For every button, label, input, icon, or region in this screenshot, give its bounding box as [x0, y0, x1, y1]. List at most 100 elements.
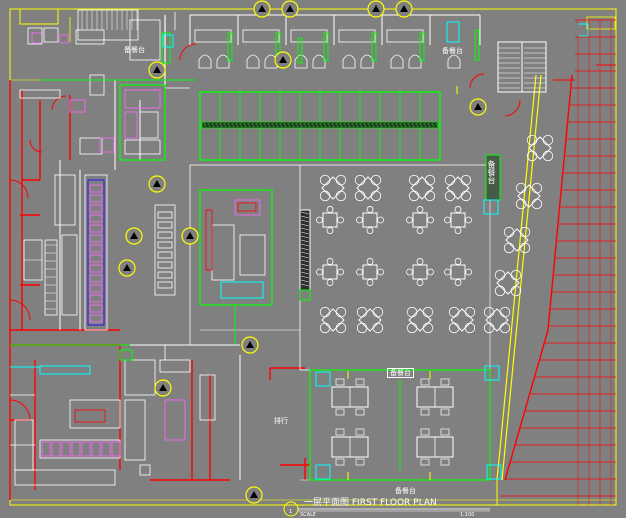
planter-hatch: [379, 122, 383, 128]
dining-chair: [406, 268, 413, 276]
booth-divider: [323, 32, 329, 62]
planter-hatch: [359, 122, 363, 128]
cooking-unit: [89, 224, 103, 233]
planter-hatch: [315, 122, 319, 128]
dining-chair: [408, 174, 420, 186]
service-chair: [440, 458, 450, 466]
equipment-row-inner: [87, 179, 105, 326]
planter-hatch: [331, 122, 335, 128]
planter-hatch: [227, 122, 231, 128]
view-marker-arrow: [372, 5, 380, 12]
service-chair: [355, 458, 365, 466]
partition-walls: [10, 12, 491, 481]
green-fixture: [161, 32, 171, 64]
dining-chair: [454, 258, 462, 265]
bottom-kitchen-counter: [69, 399, 121, 429]
dining-table: [412, 212, 428, 228]
booth-chair: [246, 54, 260, 69]
planter-hatch: [287, 122, 291, 128]
outer-boundary: [9, 8, 617, 506]
booth-divider: [227, 32, 233, 62]
cyan-fixture: [577, 23, 589, 37]
prep-station-outline: [119, 84, 166, 161]
dining-table: [485, 308, 509, 332]
booth-chair: [390, 54, 404, 69]
green-fixture: [299, 289, 311, 301]
dining-chair: [515, 198, 527, 210]
planter-hatch: [300, 211, 310, 215]
dining-chair: [460, 174, 472, 186]
dining-chair: [483, 322, 495, 334]
planter-hatch: [295, 122, 299, 128]
dining-table: [410, 176, 434, 200]
equipment: [69, 99, 86, 113]
dining-table: [446, 176, 470, 200]
bottom-kitchen-counter: [14, 469, 116, 486]
bottom-kitchen-counter: [159, 359, 191, 373]
cooking-unit: [51, 441, 61, 457]
booth-chair: [408, 54, 422, 69]
planter-hatch: [259, 122, 263, 128]
dining-chair: [370, 174, 382, 186]
planter-hatch: [211, 122, 215, 128]
dining-chair: [448, 322, 460, 334]
dining-chair: [519, 226, 531, 238]
dining-chair: [319, 306, 331, 318]
service-chair: [355, 408, 365, 416]
dining-chair: [326, 227, 334, 234]
service-chair: [335, 378, 345, 386]
planter-hatch: [300, 223, 310, 227]
cyan-fixtures: [10, 21, 589, 480]
planter-hatch: [271, 122, 275, 128]
dining-chair: [366, 279, 374, 286]
dining-chair: [416, 206, 424, 213]
island-equipment: [211, 224, 235, 281]
view-marker-arrow: [153, 66, 161, 73]
label-service-counter-vertical: 备餐台: [487, 160, 496, 184]
cyan-fixture: [315, 371, 331, 387]
dining-chair: [370, 190, 382, 202]
service-chair: [335, 428, 345, 436]
label-queue-area: 排行: [274, 417, 288, 425]
planter-hatch: [427, 122, 431, 128]
booth-chair: [342, 54, 356, 69]
dining-table: [321, 176, 345, 200]
door-swing: [504, 99, 521, 117]
cooking-unit: [89, 294, 103, 303]
island-equipment: [234, 199, 261, 216]
dining-chair: [337, 268, 344, 276]
planter-hatch: [403, 122, 407, 128]
view-markers: [118, 0, 487, 504]
yellow-boundary-lines: [9, 8, 617, 506]
boundary-box: [19, 8, 59, 25]
planter-hatch: [300, 279, 310, 283]
planter-hatch: [279, 122, 283, 128]
service-chair: [420, 408, 430, 416]
booth-table: [242, 29, 280, 43]
planter-hatch: [411, 122, 415, 128]
cooking-unit: [89, 244, 103, 253]
label-service-counter-lower: 备餐台: [387, 368, 414, 378]
scale-value: 1:100: [460, 512, 475, 518]
dining-chair: [465, 268, 472, 276]
dining-chair: [542, 150, 554, 162]
prep-equipment: [124, 89, 161, 109]
title-block: [283, 501, 490, 517]
view-marker-arrow: [279, 56, 287, 63]
cyan-fixture: [39, 365, 91, 375]
planter-hatch: [395, 122, 399, 128]
dining-chair: [454, 206, 462, 213]
prep-counter-slot: [157, 211, 173, 219]
kitchen-equipment: [14, 19, 266, 486]
cooking-unit: [89, 314, 103, 323]
planter-hatch: [391, 122, 395, 128]
bottom-kitchen-counter: [74, 409, 106, 423]
prep-counter-slot: [157, 251, 173, 259]
booth-chair: [360, 54, 374, 69]
service-chair: [420, 378, 430, 386]
dining-chair: [316, 268, 323, 276]
booth-seating: [194, 29, 461, 69]
dining-table: [450, 212, 466, 228]
dining-chair: [377, 268, 384, 276]
